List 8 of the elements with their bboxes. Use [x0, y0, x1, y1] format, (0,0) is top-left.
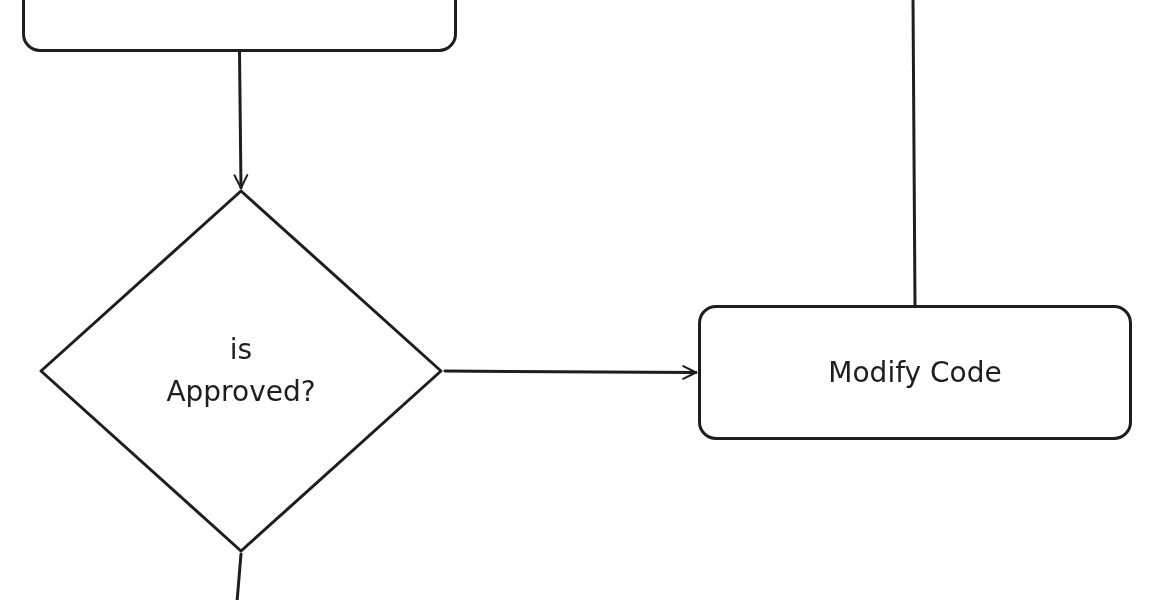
arrow: [443, 365, 698, 380]
decision-diamond: [38, 188, 444, 554]
process-box: [698, 305, 1132, 440]
connector-line: [911, 0, 917, 307]
node-label: Modify Code: [828, 354, 1002, 391]
connector-line: [235, 552, 243, 600]
node-label: is Approved?: [165, 332, 317, 410]
arrow: [233, 50, 249, 190]
